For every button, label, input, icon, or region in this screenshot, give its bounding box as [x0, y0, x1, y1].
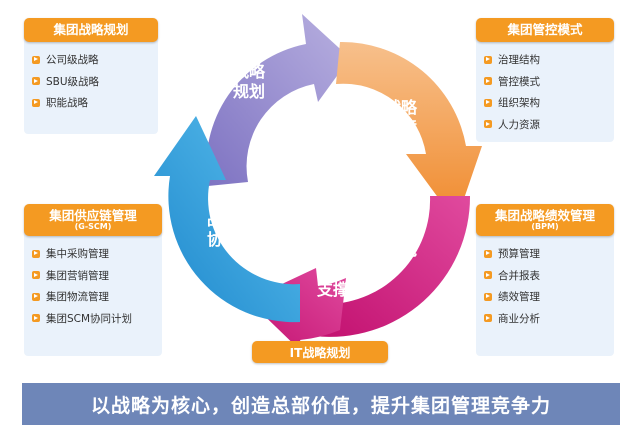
box-governance-list: 治理结构 管控模式 组织架构 人力资源: [484, 49, 540, 135]
it-strategy-label: IT战略规划: [252, 341, 388, 363]
label-planning-line2: 规划: [232, 82, 265, 101]
box-governance: [476, 30, 614, 142]
list-item: SBU级战略: [32, 71, 99, 93]
box-performance-subtitle: (BPM): [531, 221, 559, 231]
arrow-bullet-icon: [32, 292, 40, 301]
box-supply-chain-subtitle: (G-SCM): [74, 221, 112, 231]
label-implementation-line1: 战略: [384, 220, 417, 239]
slogan-banner: 以战略为核心，创造总部价值，提升集团管理竞争力: [22, 383, 620, 425]
label-collaboration: 战略 协同: [198, 210, 248, 250]
list-item: 组织架构: [484, 92, 540, 114]
arrow-bullet-icon: [484, 120, 492, 129]
arrow-bullet-icon: [484, 98, 492, 107]
box-strategy-planning-list: 公司级战略 SBU级战略 职能战略: [32, 49, 99, 114]
segment-planning-arrow: [206, 14, 350, 186]
arrow-bullet-icon: [484, 77, 492, 86]
arrow-bullet-icon: [484, 314, 492, 323]
list-item: 治理结构: [484, 49, 540, 71]
label-collaboration-line1: 战略: [206, 210, 239, 229]
list-item: 集团营销管理: [32, 265, 132, 287]
label-guarantee-line1: 战略: [384, 98, 417, 117]
arrow-bullet-icon: [484, 271, 492, 280]
label-guarantee: 战略 保障: [376, 98, 426, 138]
box-strategy-planning: [24, 30, 158, 134]
box-performance-title-text: 集团战略绩效管理: [494, 207, 595, 223]
arrow-bullet-icon: [32, 271, 40, 280]
label-collaboration-line2: 协同: [206, 230, 239, 249]
label-planning: 战略 规划: [224, 62, 274, 102]
list-item: 商业分析: [484, 308, 540, 330]
arrow-bullet-icon: [484, 249, 492, 258]
list-item: 集团SCM协同计划: [32, 308, 132, 330]
label-support-line1: 战略: [316, 260, 349, 279]
label-support-line2: 支撑: [316, 280, 349, 299]
arrow-bullet-icon: [32, 98, 40, 107]
label-implementation: 战略 实施: [376, 220, 426, 260]
segment-guarantee-arrow: [336, 41, 482, 223]
arrow-bullet-icon: [484, 55, 492, 64]
box-supply-chain: [24, 218, 162, 356]
box-strategy-planning-title: 集团战略规划: [24, 18, 158, 42]
arrow-bullet-icon: [32, 55, 40, 64]
list-item: 绩效管理: [484, 286, 540, 308]
list-item: 人力资源: [484, 114, 540, 136]
list-item: 公司级战略: [32, 49, 99, 71]
box-performance: [476, 218, 614, 356]
label-support: 战略 支撑: [308, 260, 358, 300]
list-item: 预算管理: [484, 243, 540, 265]
box-performance-title: 集团战略绩效管理 (BPM): [476, 204, 614, 236]
box-governance-title-text: 集团管控模式: [507, 22, 583, 38]
list-item: 职能战略: [32, 92, 99, 114]
box-strategy-planning-title-text: 集团战略规划: [53, 22, 129, 38]
box-governance-title: 集团管控模式: [476, 18, 614, 42]
box-supply-chain-title: 集团供应链管理 (G-SCM): [24, 204, 162, 236]
slogan-text: 以战略为核心，创造总部价值，提升集团管理竞争力: [90, 394, 551, 417]
box-performance-list: 预算管理 合并报表 绩效管理 商业分析: [484, 243, 540, 329]
list-item: 合并报表: [484, 265, 540, 287]
list-item: 集中采购管理: [32, 243, 132, 265]
segment-collaboration-arrow: [154, 116, 300, 323]
box-supply-chain-list: 集中采购管理 集团营销管理 集团物流管理 集团SCM协同计划: [32, 243, 132, 329]
label-implementation-line2: 实施: [384, 240, 417, 259]
label-guarantee-line2: 保障: [384, 118, 417, 137]
label-planning-line1: 战略: [232, 62, 265, 81]
arrow-bullet-icon: [484, 292, 492, 301]
arrow-bullet-icon: [32, 314, 40, 323]
box-supply-chain-title-text: 集团供应链管理: [49, 207, 137, 223]
arrow-bullet-icon: [32, 249, 40, 258]
segment-implementation-arrow: [314, 196, 471, 337]
arrow-bullet-icon: [32, 77, 40, 86]
list-item: 管控模式: [484, 71, 540, 93]
list-item: 集团物流管理: [32, 286, 132, 308]
